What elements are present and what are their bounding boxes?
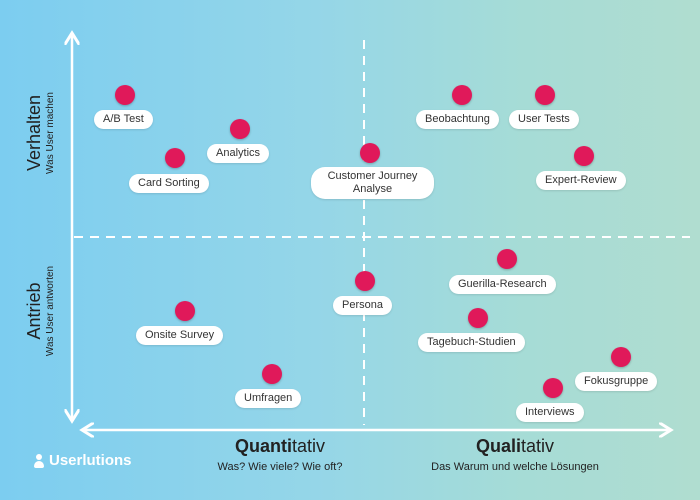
- column-title-qualitativ: Qualitativ Das Warum und welche Lösungen: [431, 436, 599, 473]
- method-dot-beobachtung: [452, 85, 472, 105]
- method-dot-expert-review: [574, 146, 594, 166]
- method-label-user-tests: User Tests: [509, 110, 579, 129]
- method-dot-card-sorting: [165, 148, 185, 168]
- user-icon: [34, 453, 44, 468]
- method-dot-umfragen: [262, 364, 282, 384]
- brand-logo: Userlutions: [34, 452, 132, 469]
- method-dot-customer-journey: [360, 143, 380, 163]
- method-label-umfragen: Umfragen: [235, 389, 302, 408]
- brand-name: Userlutions: [49, 452, 132, 469]
- method-label-fokusgruppe: Fokusgruppe: [575, 372, 658, 391]
- row-title-antrieb: Antrieb Was User antworten: [24, 265, 56, 357]
- method-label-card-sorting: Card Sorting: [129, 174, 209, 193]
- method-dot-persona: [355, 271, 375, 291]
- method-label-onsite-survey: Onsite Survey: [136, 326, 224, 345]
- method-dot-ab-test: [115, 85, 135, 105]
- method-dot-interviews: [543, 378, 563, 398]
- row-title-verhalten: Verhalten Was User machen: [24, 92, 56, 174]
- method-label-guerilla-research: Guerilla-Research: [449, 275, 556, 294]
- method-dot-user-tests: [535, 85, 555, 105]
- method-dot-guerilla-research: [497, 249, 517, 269]
- method-dot-fokusgruppe: [611, 347, 631, 367]
- method-label-customer-journey: Customer Journey Analyse: [311, 167, 434, 199]
- method-label-persona: Persona: [333, 296, 392, 315]
- column-title-quantitativ: Quantitativ Was? Wie viele? Wie oft?: [217, 436, 343, 473]
- method-label-ab-test: A/B Test: [94, 110, 153, 129]
- method-label-analytics: Analytics: [207, 144, 270, 163]
- method-dot-onsite-survey: [175, 301, 195, 321]
- method-label-tagebuch-studien: Tagebuch-Studien: [418, 333, 525, 352]
- method-label-expert-review: Expert-Review: [536, 171, 626, 190]
- method-label-interviews: Interviews: [516, 403, 584, 422]
- method-dot-analytics: [230, 119, 250, 139]
- method-dot-tagebuch-studien: [468, 308, 488, 328]
- method-label-beobachtung: Beobachtung: [416, 110, 499, 129]
